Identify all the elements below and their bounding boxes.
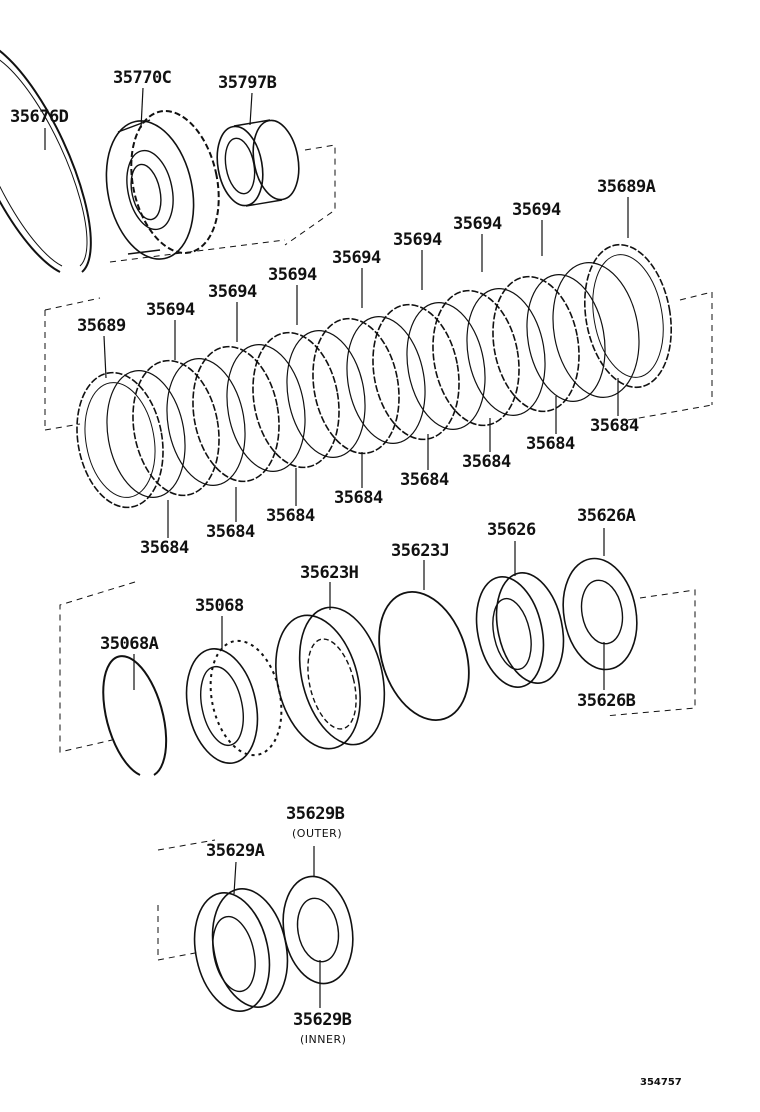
o-ring-35623j <box>364 580 485 731</box>
label-inner-note: (INNER) <box>300 1033 347 1046</box>
label-35684: 35684 <box>590 416 639 436</box>
clutch-pack-dashed-outline <box>45 292 712 430</box>
label-35623h: 35623H <box>300 563 359 583</box>
label-35068a: 35068A <box>100 634 159 654</box>
label-35684: 35684 <box>526 434 575 454</box>
return-spring-35068 <box>177 634 292 770</box>
label-35694: 35694 <box>453 214 502 234</box>
bottom-group-dashed-outline <box>158 840 215 960</box>
label-35689a: 35689A <box>597 177 656 197</box>
label-35684: 35684 <box>462 452 511 472</box>
label-35629a: 35629A <box>206 841 265 861</box>
label-35694: 35694 <box>332 248 381 268</box>
bearing-35626 <box>467 567 573 694</box>
clutch-plates <box>67 238 682 514</box>
label-35623j: 35623J <box>391 541 450 561</box>
piston-35623h <box>263 598 398 757</box>
snap-ring-35068a <box>103 656 166 775</box>
label-35684: 35684 <box>400 470 449 490</box>
label-35626: 35626 <box>487 520 536 540</box>
label-35684: 35684 <box>266 506 315 526</box>
label-35068: 35068 <box>195 596 244 616</box>
label-35694: 35694 <box>146 300 195 320</box>
bearing-35629a <box>184 882 297 1018</box>
label-35797b: 35797B <box>218 73 277 93</box>
label-35676d: 35676D <box>10 107 69 127</box>
snap-ring-35676d <box>0 41 91 272</box>
label-35770c: 35770C <box>113 68 172 88</box>
label-35694: 35694 <box>393 230 442 250</box>
label-35684: 35684 <box>140 538 189 558</box>
label-35684: 35684 <box>334 488 383 508</box>
label-35629b-inner: 35629B <box>293 1010 352 1030</box>
label-35694: 35694 <box>208 282 257 302</box>
bearing-race-35797b <box>211 117 304 209</box>
label-35694: 35694 <box>512 200 561 220</box>
leader-lines <box>45 88 628 1008</box>
clutch-drum-35770c <box>94 103 231 267</box>
diagram-reference-number: 354757 <box>640 1077 682 1088</box>
label-35684: 35684 <box>206 522 255 542</box>
label-35626b: 35626B <box>577 691 636 711</box>
label-outer-note: (OUTER) <box>292 827 343 840</box>
label-35629b-outer: 35629B <box>286 804 345 824</box>
top-group-dashed-outline <box>110 145 335 262</box>
piston-group-dashed-outline <box>60 582 695 752</box>
label-35689: 35689 <box>77 316 126 336</box>
washers-35629b <box>275 871 361 989</box>
washers-35626a-35626b <box>555 553 645 676</box>
label-35626a: 35626A <box>577 506 636 526</box>
label-35694: 35694 <box>268 265 317 285</box>
